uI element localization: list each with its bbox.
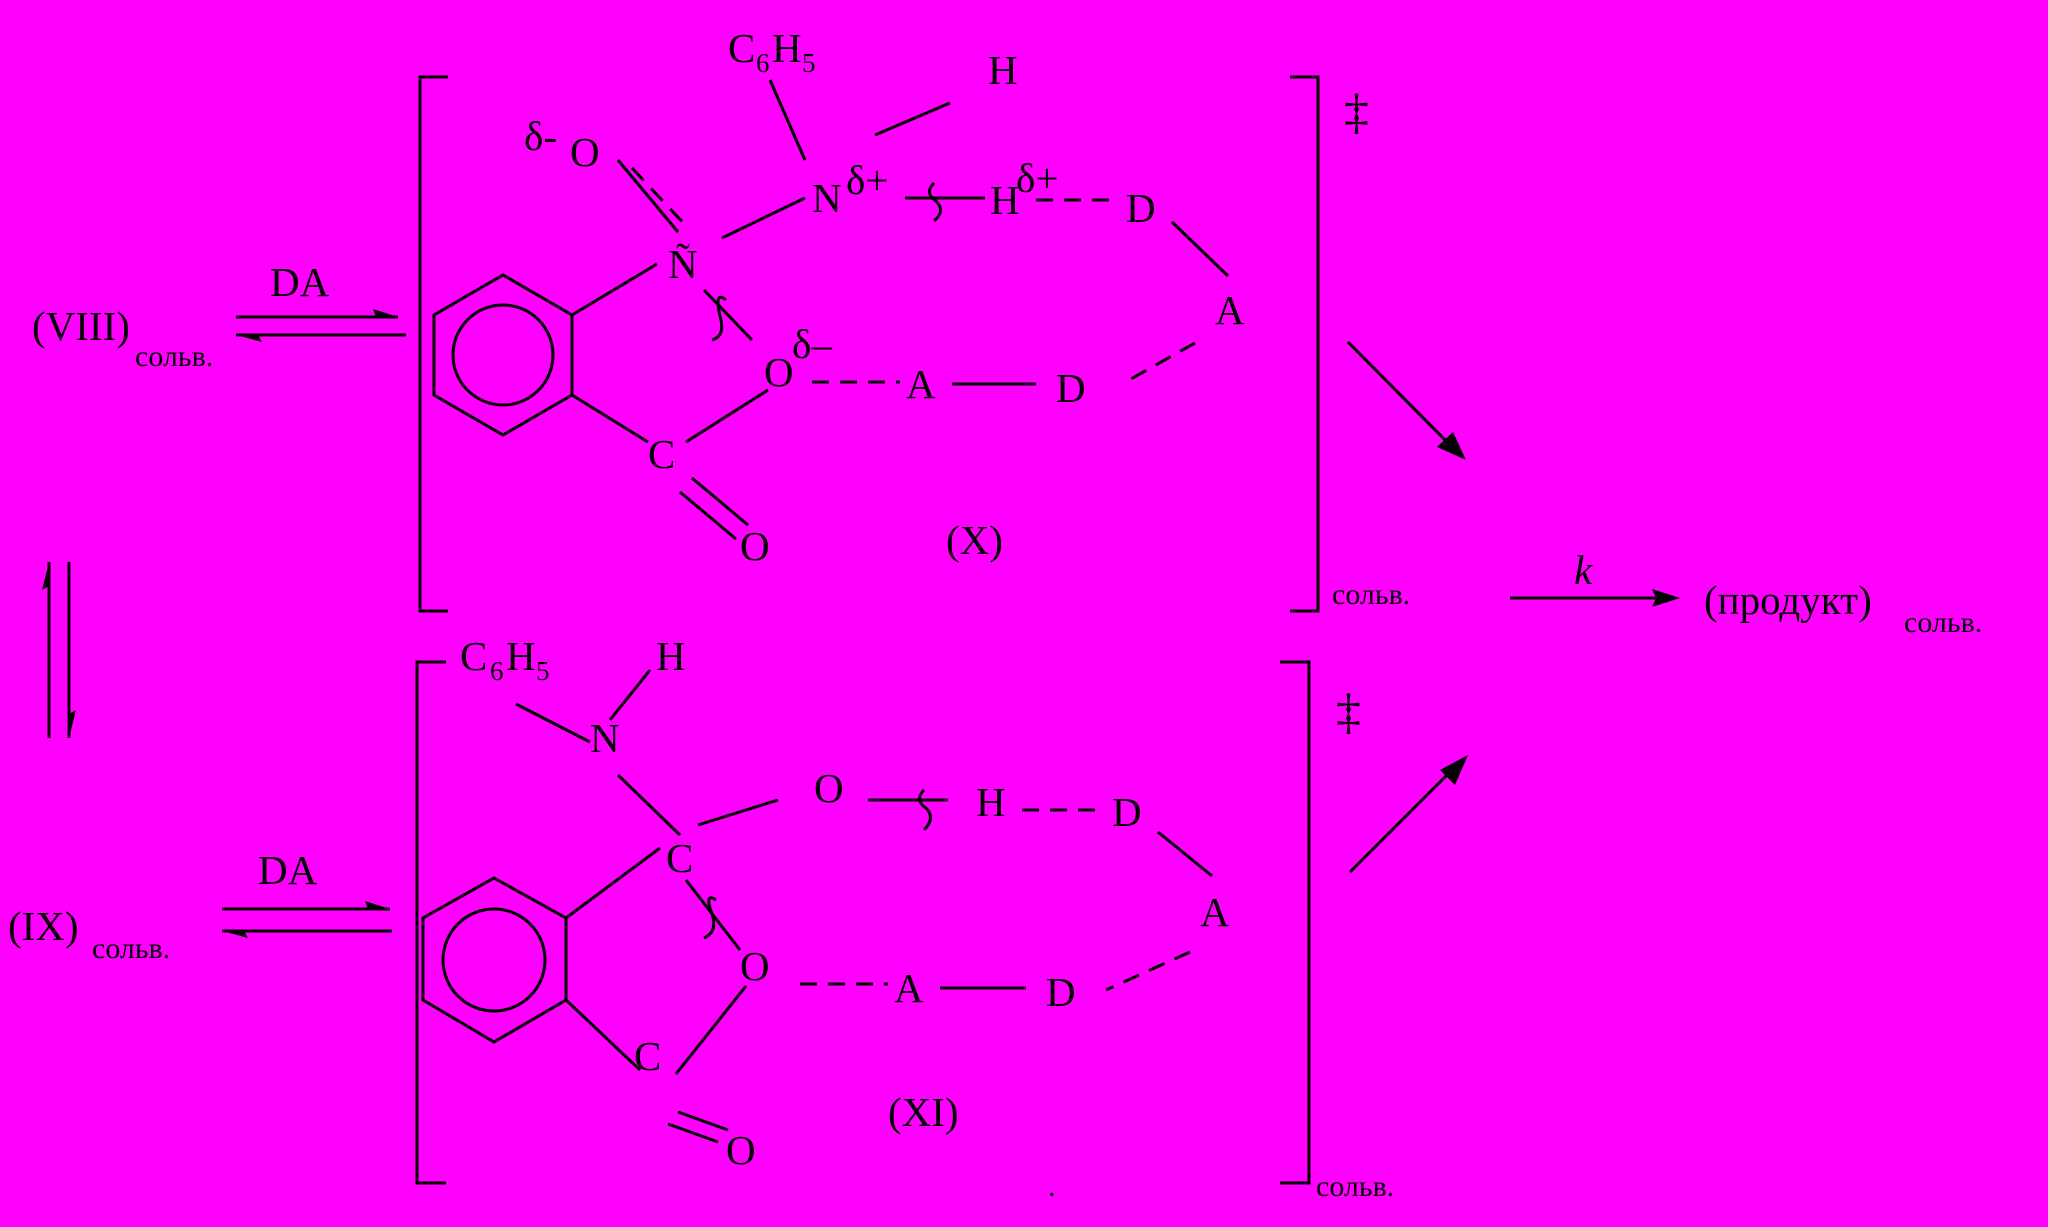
x-o-delta: δ– (792, 321, 832, 367)
complex-xi-label: (XI) (888, 1089, 959, 1135)
x-a1: A (1215, 287, 1245, 333)
benzene-ring-x (432, 273, 574, 437)
product-solvent: сольв. (1904, 606, 1982, 639)
product-label: (продукт) (1704, 577, 1872, 623)
xi-phenyl-h: H (506, 633, 536, 679)
solvent-xi: сольв. (1316, 1170, 1394, 1203)
xi-h-transfer: H (976, 779, 1006, 825)
xi-phenyl-sub-5: 5 (536, 656, 550, 686)
xi-a2: A (894, 965, 924, 1011)
x-o-ester: O (764, 349, 794, 395)
bonds-x (571, 79, 1230, 541)
x-c-carbonyl: C (648, 431, 675, 477)
arrow-x-to-product (1346, 340, 1466, 460)
solvent-x: сольв. (1332, 578, 1410, 611)
bracket-x-right (1290, 75, 1320, 613)
reagent-da-bottom: DA (258, 847, 318, 893)
complex-x-label: (X) (946, 517, 1003, 563)
equilibrium-arrow-vertical (42, 562, 76, 738)
x-h-top: H (988, 47, 1018, 93)
xi-d1: D (1112, 789, 1142, 835)
x-phenyl-c: C (728, 25, 755, 71)
equilibrium-arrow-top (236, 309, 406, 342)
footnote-dot: . (1048, 1170, 1056, 1203)
arrow-xi-to-product (1348, 755, 1468, 874)
xi-n-amine: N (590, 715, 620, 761)
bracket-xi-left (415, 660, 446, 1185)
x-h-delta: δ+ (1016, 155, 1058, 201)
rate-constant-k: k (1574, 547, 1593, 593)
x-n-amine: N (812, 175, 842, 221)
reactant-ix-solvent: сольв. (92, 932, 170, 965)
x-o-nitro: O (570, 129, 600, 175)
bonds-xi (515, 669, 1213, 1144)
xi-o-ester: O (740, 943, 770, 989)
xi-h-top: H (656, 633, 686, 679)
product-arrow (1510, 589, 1680, 607)
xi-phenyl-sub-6: 6 (490, 656, 504, 686)
reactant-viii-label: (VIII) (32, 303, 130, 349)
benzene-ring-xi (421, 876, 568, 1044)
xi-o-carbonyl: O (726, 1127, 756, 1173)
x-phenyl-h: H (772, 25, 802, 71)
ts-symbol-xi: ‡ (1336, 683, 1361, 739)
x-a2: A (906, 361, 936, 407)
x-phenyl-sub-6: 6 (756, 48, 770, 78)
xi-phenyl-c: C (460, 633, 487, 679)
x-n-delta: δ+ (846, 157, 888, 203)
reagent-da-top: DA (270, 259, 330, 305)
reactant-viii-solvent: сольв. (135, 340, 213, 373)
x-phenyl-sub-5: 5 (802, 48, 816, 78)
xi-c-carbonyl: C (634, 1033, 661, 1079)
x-d1: D (1126, 185, 1156, 231)
bracket-x-left (418, 75, 448, 613)
xi-d2: D (1046, 969, 1076, 1015)
xi-a1: A (1200, 889, 1230, 935)
equilibrium-arrow-bottom (222, 901, 392, 938)
x-h-transfer: H (990, 177, 1020, 223)
xi-o-amide: O (814, 765, 844, 811)
x-n-nitro: Ñ (668, 241, 698, 287)
reactant-ix-label: (IX) (8, 903, 79, 949)
x-o-carbonyl: O (740, 523, 770, 569)
x-o-nitro-delta: δ- (524, 113, 557, 159)
xi-c-amide: C (666, 835, 693, 881)
x-d2: D (1056, 365, 1086, 411)
ts-symbol-x: ‡ (1344, 83, 1369, 139)
bracket-xi-right (1280, 660, 1311, 1185)
